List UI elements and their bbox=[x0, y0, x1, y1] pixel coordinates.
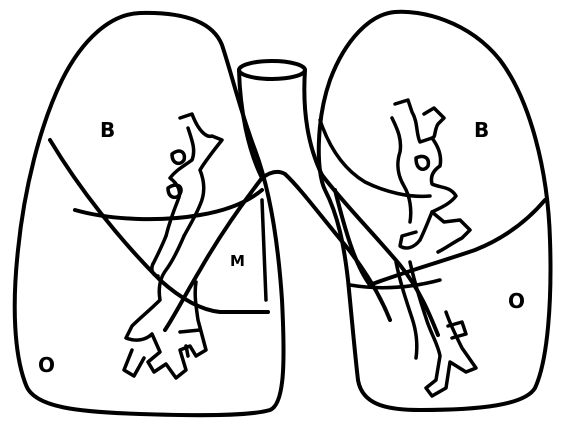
label-left-upper-lobe: B bbox=[474, 118, 489, 142]
right-lower-branch-b bbox=[180, 330, 200, 356]
right-upper-bronchus-inner bbox=[166, 128, 194, 236]
left-oblique-fissure bbox=[335, 190, 545, 285]
label-left-lower-lobe: O bbox=[508, 289, 525, 313]
right-upper-segment-1 bbox=[172, 151, 184, 163]
left-upper-fissure-line bbox=[320, 120, 430, 196]
left-upper-inner-contour bbox=[392, 118, 411, 222]
left-main-bronchus bbox=[322, 175, 438, 335]
label-right-middle-lobe: M bbox=[230, 252, 245, 270]
label-right-lower-lobe: O bbox=[38, 353, 55, 377]
trachea-opening bbox=[239, 61, 305, 79]
right-middle-lobe-edge bbox=[262, 200, 266, 300]
left-lower-branch bbox=[448, 322, 466, 338]
right-lower-branch-a bbox=[124, 350, 144, 376]
left-lower-fissure-line bbox=[350, 280, 440, 288]
label-right-upper-lobe: B bbox=[100, 118, 115, 142]
left-upper-bronchus-branch bbox=[424, 108, 444, 138]
left-upper-segment-1 bbox=[416, 156, 428, 169]
